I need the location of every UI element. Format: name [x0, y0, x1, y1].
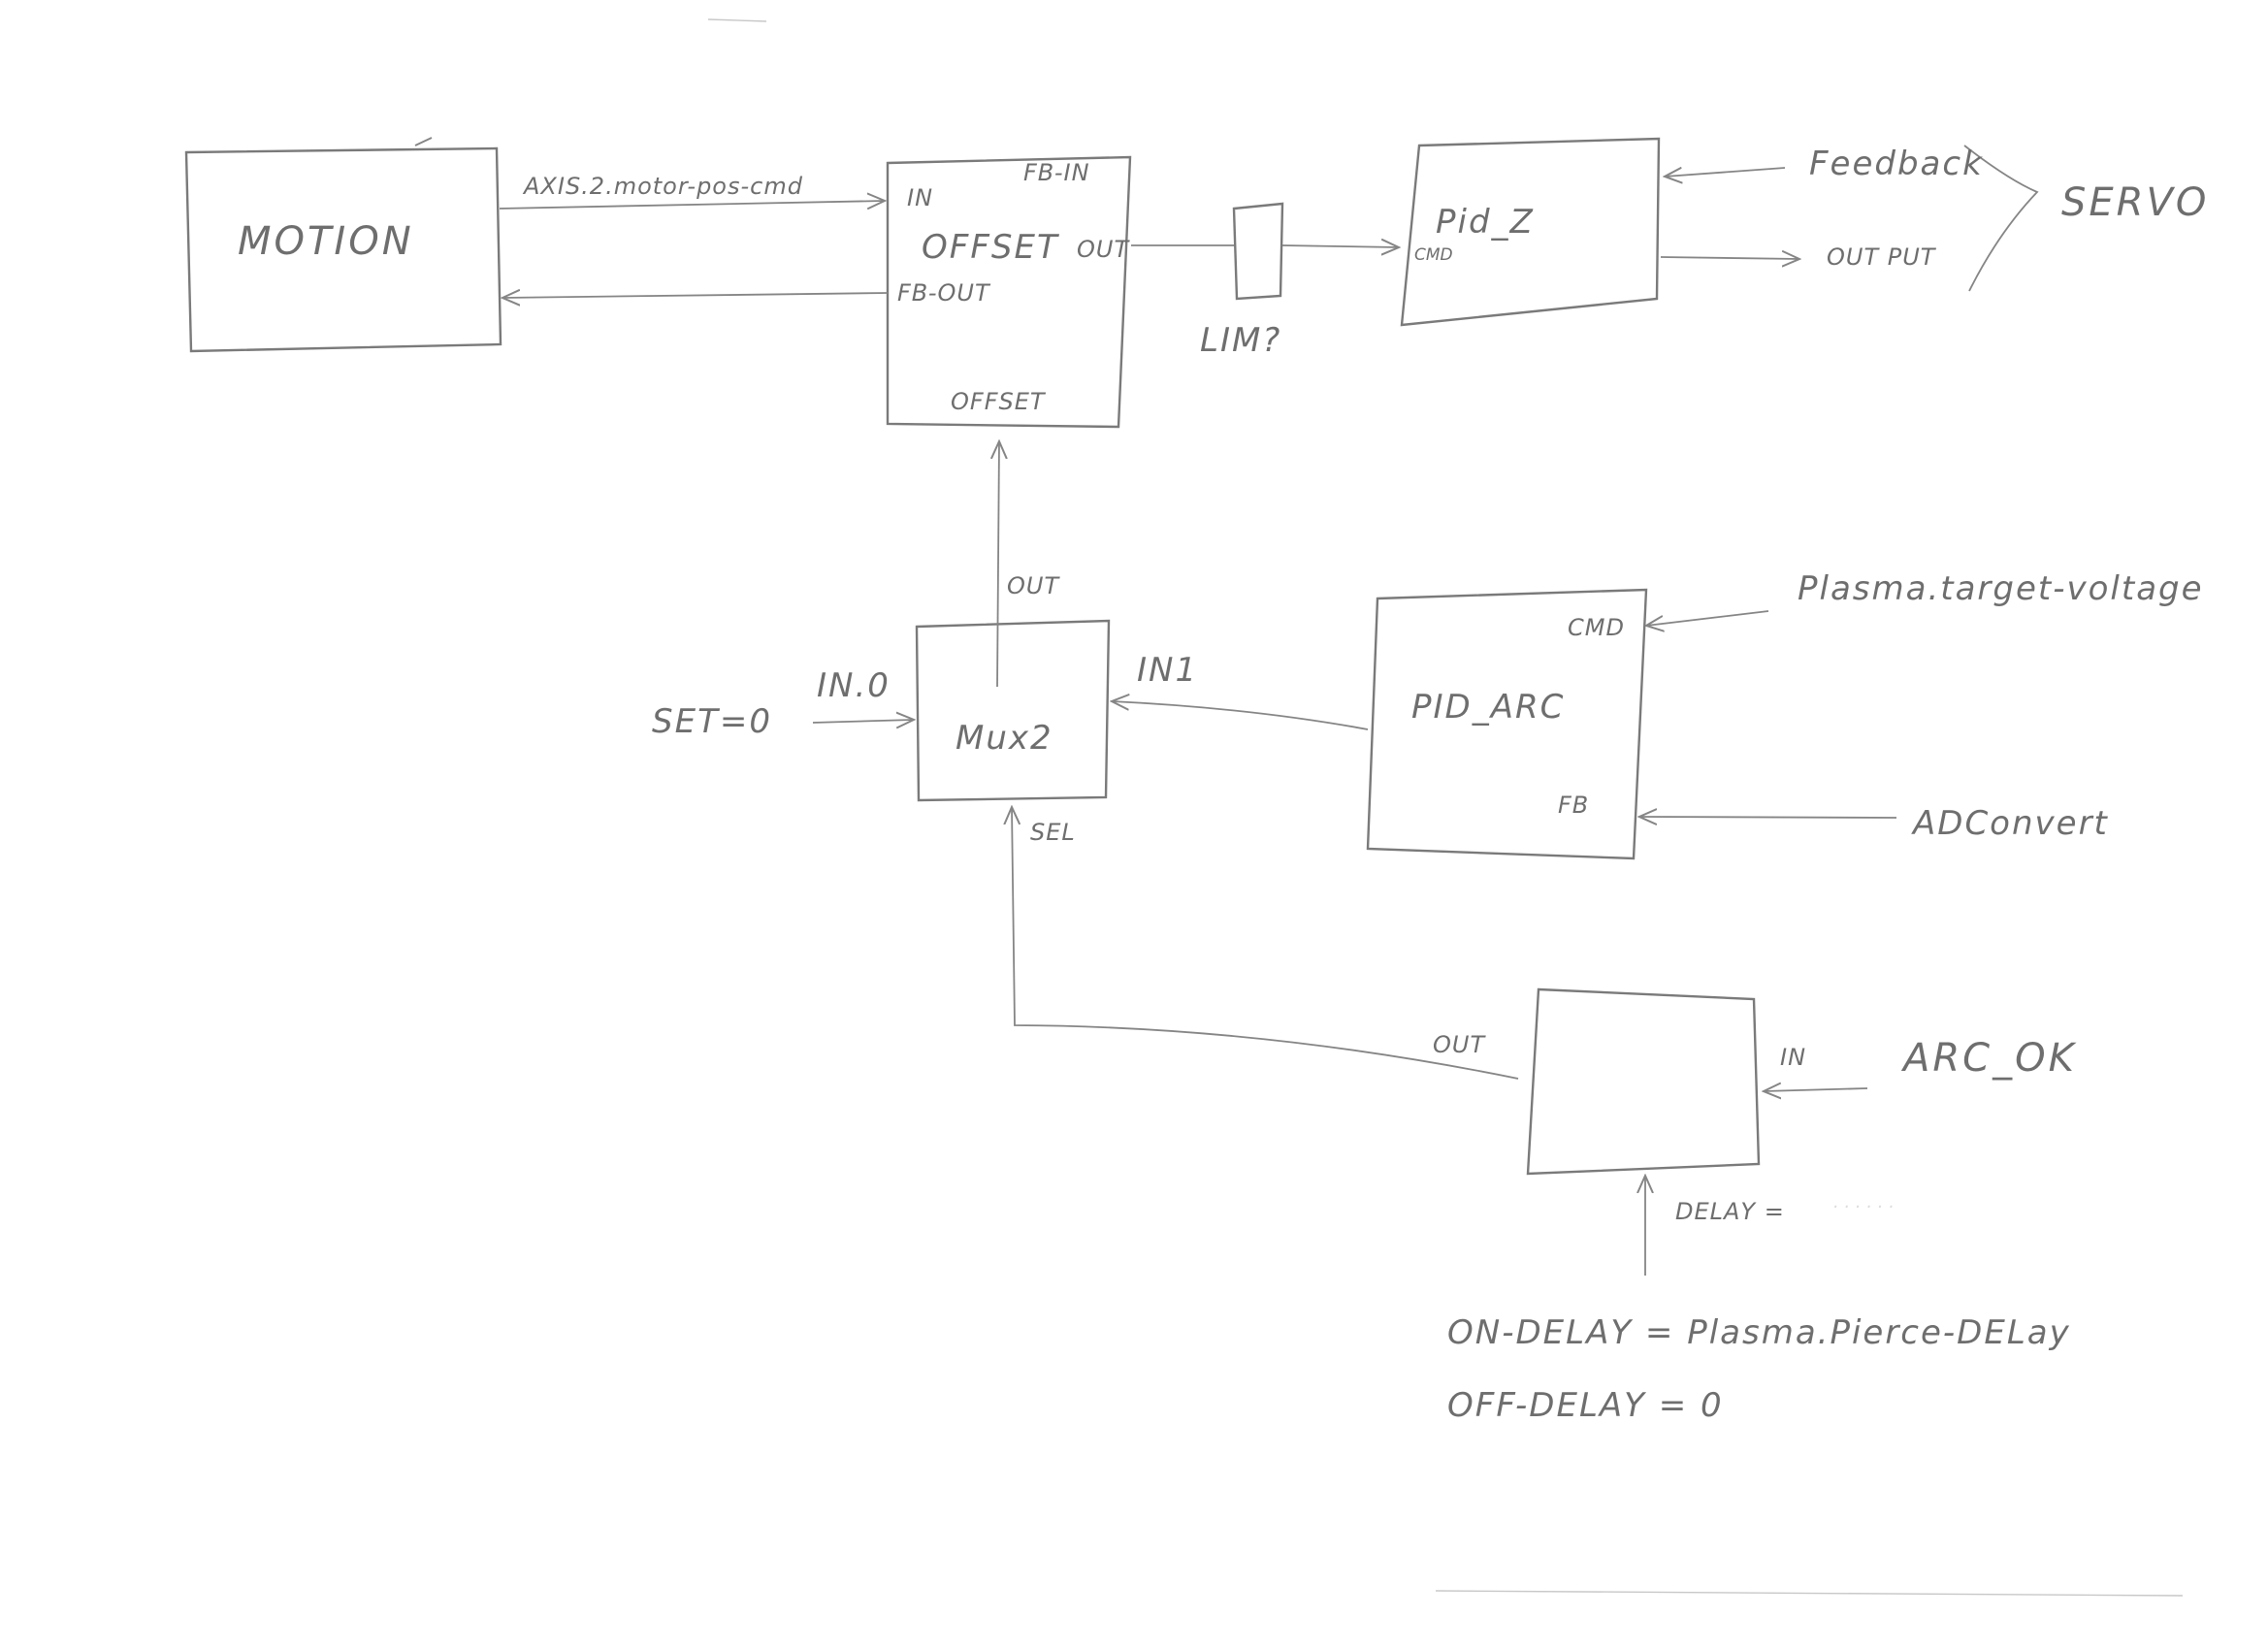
mux2-in0-label: IN.0 — [817, 666, 891, 705]
wire-axis-cmd — [499, 201, 885, 209]
delay-block: OUT IN DELAY = . . . . . . — [1433, 987, 1895, 1225]
offset-in-label: IN — [907, 184, 933, 211]
pid-z-cmd-label: CMD — [1414, 245, 1453, 265]
mux2-sel-label: SEL — [1030, 819, 1076, 846]
wire-lim-to-pidz — [1281, 245, 1399, 247]
pid-z-label: Pid_Z — [1436, 203, 1535, 242]
wire-pidarc-to-mux — [1112, 701, 1369, 730]
delay-param-label: DELAY = — [1675, 1198, 1785, 1225]
on-delay-label: ON-DELAY = Plasma.Pierce-DELay — [1447, 1313, 2071, 1352]
off-delay-label: OFF-DELAY = 0 — [1447, 1386, 1724, 1425]
pid-arc-cmd-label: CMD — [1568, 614, 1625, 641]
servo-bracket — [1963, 145, 2039, 292]
offset-block: IN FB-IN OFFSET OUT FB-OUT OFFSET — [886, 155, 1132, 429]
offset-fb-out-label: FB-OUT — [897, 279, 991, 307]
output-label: OUT PUT — [1827, 243, 1937, 271]
scan-mark — [707, 18, 767, 22]
offset-out-label: OUT — [1077, 236, 1130, 263]
wire-feedback — [1665, 168, 1786, 177]
offset-name-label: OFFSET — [922, 228, 1059, 267]
motion-block: MOTION — [184, 137, 502, 353]
pid-arc-label: PID_ARC — [1411, 688, 1565, 727]
arc-ok-label: ARC_OK — [1900, 1036, 2077, 1081]
lim-label: LIM? — [1200, 321, 1281, 360]
mux2-out-label: OUT — [1007, 572, 1060, 599]
erased-text: . . . . . . — [1833, 1192, 1895, 1212]
axis-cmd-label: AXIS.2.motor-pos-cmd — [522, 173, 803, 200]
mux2-in1-label: IN1 — [1137, 651, 1198, 690]
wire-mux-out — [997, 441, 999, 688]
delay-out-label: OUT — [1433, 1031, 1486, 1058]
offset-fb-in-label: FB-IN — [1023, 159, 1090, 186]
lim-block: LIM? — [1200, 202, 1284, 360]
offset-bottom-label: OFFSET — [951, 388, 1047, 415]
mux2-label: Mux2 — [956, 719, 1053, 758]
servo-label: SERVO — [2061, 180, 2209, 225]
wire-output — [1660, 257, 1799, 259]
wire-delay-out-to-sel — [1012, 807, 1519, 1080]
wire-adconvert — [1639, 817, 1897, 818]
scan-mark — [1435, 1590, 2184, 1597]
pid-arc-block: PID_ARC CMD FB — [1366, 588, 1648, 860]
pid-z-block: Pid_Z CMD — [1400, 137, 1661, 327]
wire-target-voltage — [1646, 610, 1769, 626]
adconvert-label: ADConvert — [1911, 804, 2109, 843]
target-voltage-label: Plasma.target-voltage — [1798, 569, 2204, 608]
delay-in-label: IN — [1780, 1044, 1806, 1071]
wire-fb-out — [502, 293, 889, 298]
pid-arc-fb-label: FB — [1558, 792, 1589, 819]
wire-set0 — [812, 720, 914, 723]
feedback-label: Feedback — [1809, 145, 1984, 183]
wire-arc-ok — [1764, 1088, 1868, 1091]
mux2-block: Mux2 OUT IN.0 IN1 SEL — [817, 572, 1198, 846]
motion-label: MOTION — [238, 219, 414, 264]
set0-label: SET=0 — [652, 702, 772, 741]
